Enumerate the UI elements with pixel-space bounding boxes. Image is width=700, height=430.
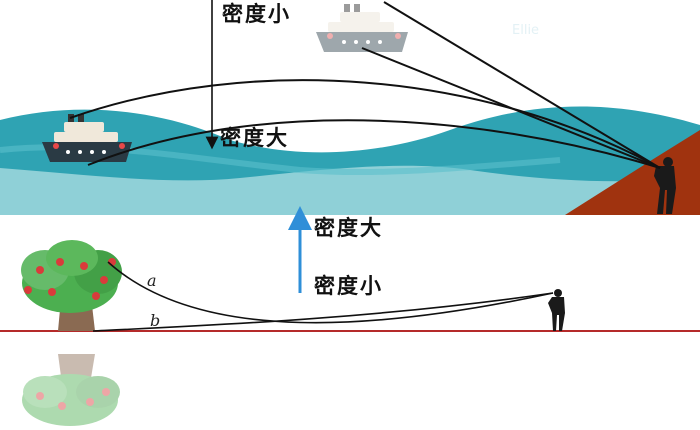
ray-a xyxy=(107,261,554,324)
density-high-label-ground: 密度大 xyxy=(314,216,383,240)
sea-light-rays xyxy=(69,1,661,169)
tree-reflection-icon xyxy=(22,354,120,426)
ray-real-upper xyxy=(69,79,661,169)
ray-mirage-lower xyxy=(361,47,661,169)
ground-light-rays xyxy=(92,261,554,332)
tree-icon xyxy=(21,240,122,331)
sea-lower-band xyxy=(0,165,700,215)
mirage-ship-icon xyxy=(316,4,408,52)
density-high-label-sea: 密度大 xyxy=(220,126,289,150)
observer-silhouette-icon xyxy=(654,157,676,214)
ray-real-lower xyxy=(87,119,661,169)
ray-b xyxy=(92,292,554,332)
ray-label-b: b xyxy=(150,311,161,330)
cliff xyxy=(565,130,700,215)
ray-label-a: a xyxy=(147,271,157,290)
ray-mirage-upper xyxy=(383,1,661,169)
sea-scene xyxy=(0,106,700,215)
ground-observer-silhouette-icon xyxy=(548,289,565,331)
density-low-label-ground: 密度小 xyxy=(314,274,383,298)
density-low-label-top: 密度小 xyxy=(222,2,291,26)
